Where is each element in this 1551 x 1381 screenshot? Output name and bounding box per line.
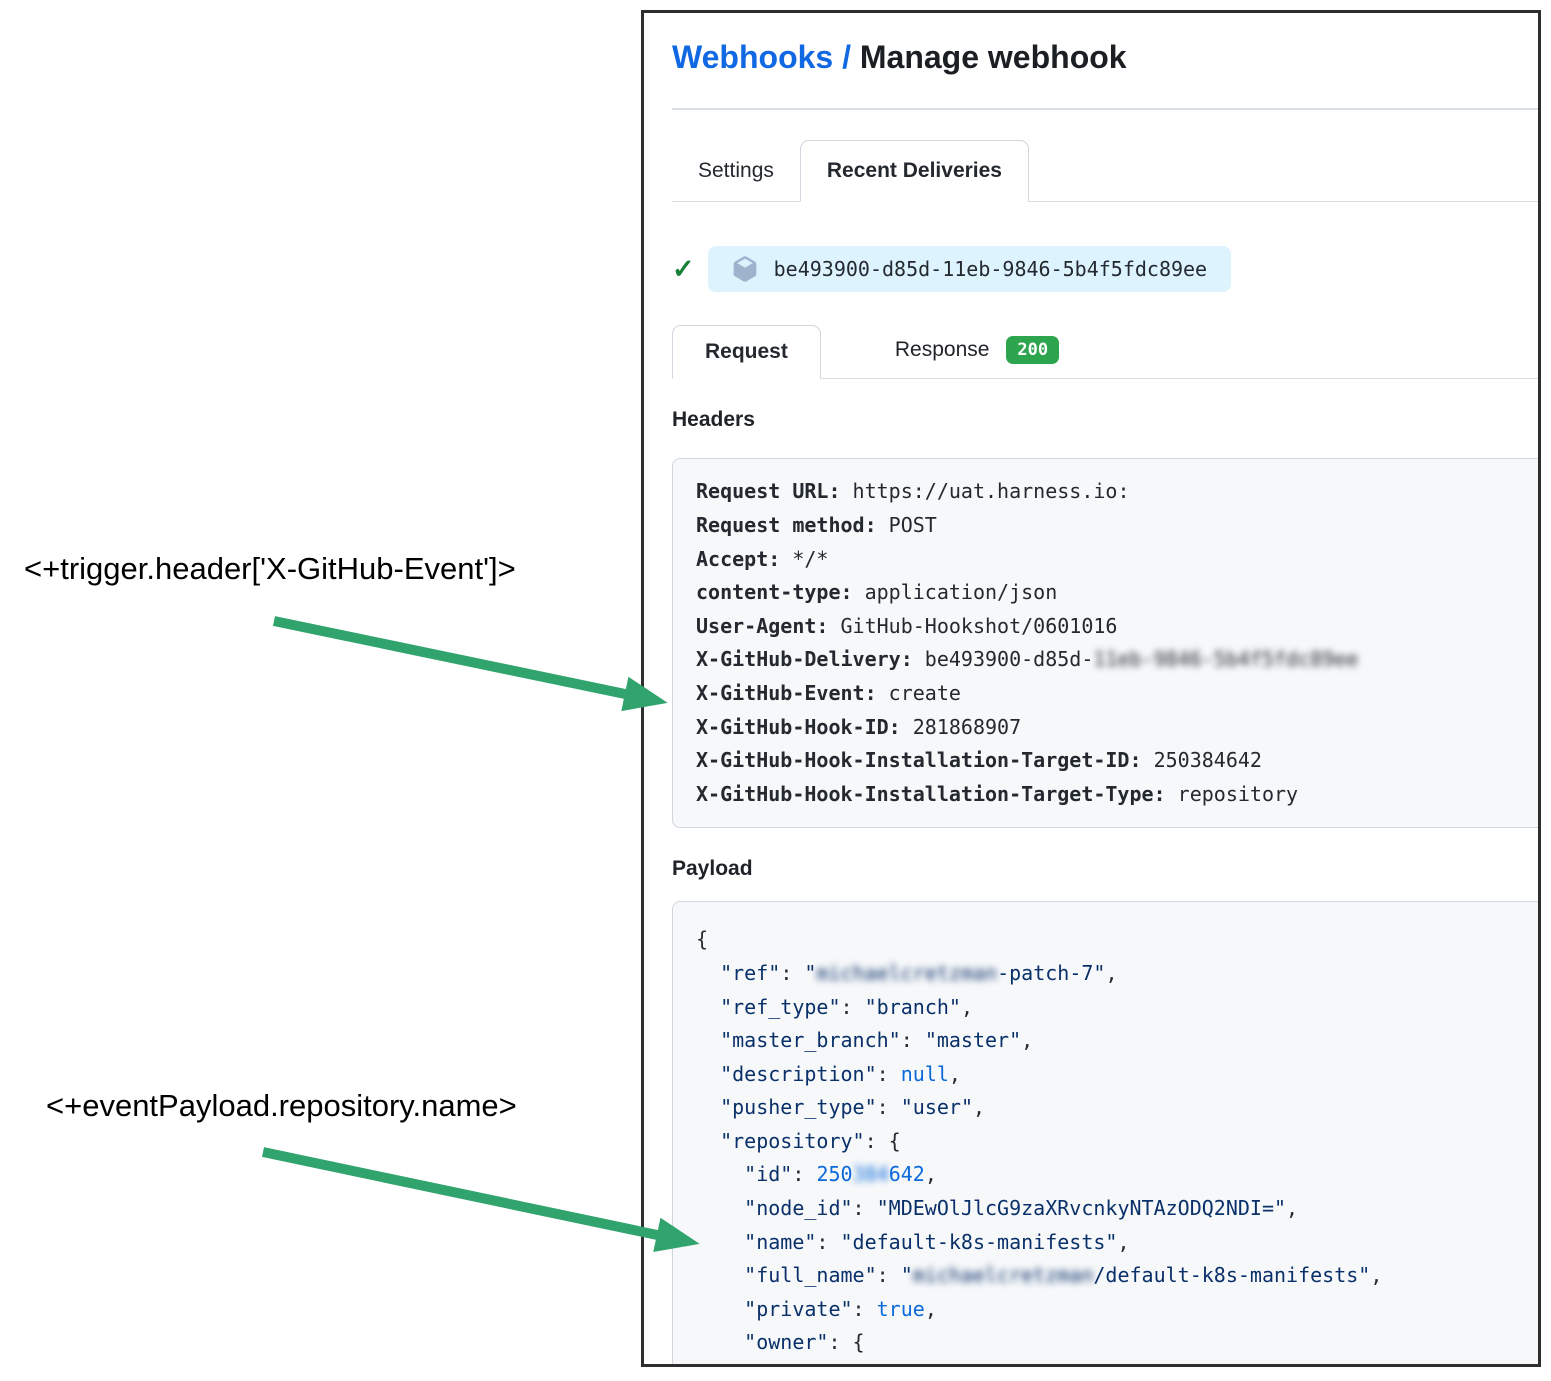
header-row: X-GitHub-Delivery: be493900-d85d-11eb-98… bbox=[696, 647, 1359, 672]
payload-line: "name": "default-k8s-manifests", bbox=[744, 1229, 1130, 1254]
page-title-current: Manage webhook bbox=[850, 39, 1127, 75]
header-row: X-GitHub-Hook-ID: 281868907 bbox=[696, 714, 1022, 739]
payload-line: "id": 250384642, bbox=[744, 1162, 937, 1187]
header-row: User-Agent: GitHub-Hookshot/0601016 bbox=[696, 613, 1118, 638]
payload-line: "pusher_type": "user", bbox=[720, 1095, 986, 1120]
package-icon bbox=[733, 256, 756, 282]
webhooks-breadcrumb-link[interactable]: Webhooks / bbox=[672, 39, 851, 75]
success-check-icon: ✓ bbox=[672, 253, 695, 284]
payload-line: "owner": { bbox=[744, 1330, 865, 1355]
green-arrow-icon bbox=[272, 616, 668, 712]
delivery-row: ✓ be493900-d85d-11eb-9846-5b4f5fdc89ee bbox=[672, 246, 1538, 292]
payload-line: "ref": "michaelcretzman-patch-7", bbox=[720, 960, 1118, 985]
payload-line: { bbox=[696, 927, 709, 952]
status-badge-200: 200 bbox=[1006, 336, 1060, 365]
payload-line: "node_id": "MDEwOlJlcG9zaXRvcnkyNTAzODQ2… bbox=[744, 1196, 1299, 1221]
title-divider bbox=[672, 108, 1538, 110]
payload-line: "ref_type": "branch", bbox=[720, 994, 973, 1019]
payload-line: "repository": { bbox=[720, 1128, 901, 1153]
green-arrow-icon bbox=[261, 1147, 700, 1253]
header-row: X-GitHub-Event: create bbox=[696, 680, 961, 705]
webhook-panel: Webhooks / Manage webhook Settings Recent… bbox=[641, 10, 1541, 1367]
header-row: Accept: */* bbox=[696, 546, 829, 571]
header-row: Request method: POST bbox=[696, 512, 937, 537]
delivery-id-pill[interactable]: be493900-d85d-11eb-9846-5b4f5fdc89ee bbox=[707, 246, 1232, 292]
payload-code-block: { "ref": "michaelcretzman-patch-7", "ref… bbox=[672, 901, 1538, 1364]
page-title: Webhooks / Manage webhook bbox=[672, 36, 1538, 78]
payload-line: "description": null, bbox=[720, 1061, 961, 1086]
main-tabnav: Settings Recent Deliveries bbox=[672, 140, 1538, 202]
delivery-guid: be493900-d85d-11eb-9846-5b4f5fdc89ee bbox=[773, 257, 1208, 281]
tab-response-label: Response bbox=[894, 338, 990, 362]
tab-request[interactable]: Request bbox=[672, 325, 821, 380]
header-row: Request URL: https://uat.harness.io: bbox=[696, 479, 1130, 504]
annotation-trigger-header-expression: <+trigger.header['X-GitHub-Event']> bbox=[24, 551, 516, 586]
payload-line: "master_branch": "master", bbox=[720, 1028, 1034, 1053]
payload-heading: Payload bbox=[672, 857, 753, 881]
headers-code-block: Request URL: https://uat.harness.io: Requ… bbox=[672, 458, 1538, 829]
tab-response[interactable]: Response 200 bbox=[887, 322, 1067, 378]
tab-recent-deliveries[interactable]: Recent Deliveries bbox=[799, 140, 1029, 202]
payload-line: "full_name": "michaelcretzman/default-k8… bbox=[744, 1263, 1383, 1288]
header-row: X-GitHub-Hook-Installation-Target-ID: 25… bbox=[696, 748, 1262, 773]
tab-settings[interactable]: Settings bbox=[698, 159, 774, 182]
header-row: content-type: application/json bbox=[696, 580, 1058, 605]
header-row: X-GitHub-Hook-Installation-Target-Type: … bbox=[696, 781, 1299, 806]
annotation-event-payload-expression: <+eventPayload.repository.name> bbox=[46, 1088, 517, 1123]
payload-line: "private": true, bbox=[744, 1296, 937, 1321]
headers-heading: Headers bbox=[672, 408, 755, 432]
request-response-tabnav: Request Response 200 bbox=[672, 322, 1538, 380]
